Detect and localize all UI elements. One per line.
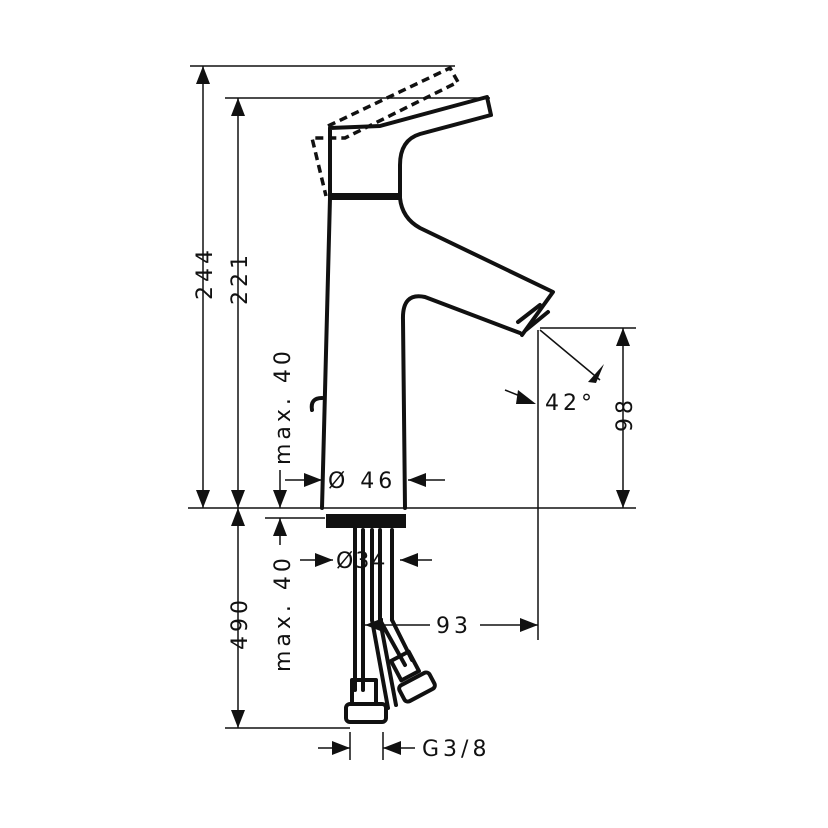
label-max-40-top: max. 40 (271, 347, 296, 465)
label-diameter-46: Ø 46 (328, 469, 396, 494)
label-244: 244 (193, 246, 218, 300)
dimension-lines (196, 66, 630, 755)
dimension-labels: 244 221 max. 40 Ø 46 42° 98 490 max. 40 … (193, 246, 638, 762)
faucet-body (309, 65, 555, 510)
label-93: 93 (436, 614, 472, 639)
mounting-and-hoses (326, 514, 437, 724)
label-diameter-34: Ø34 (336, 549, 387, 574)
label-98: 98 (613, 396, 638, 432)
label-490: 490 (228, 596, 253, 650)
extension-lines (188, 65, 636, 760)
label-g3-8: G3/8 (422, 737, 490, 762)
label-angle-42: 42° (545, 391, 596, 416)
label-221: 221 (228, 251, 253, 305)
label-max-40-bottom: max. 40 (271, 554, 296, 672)
